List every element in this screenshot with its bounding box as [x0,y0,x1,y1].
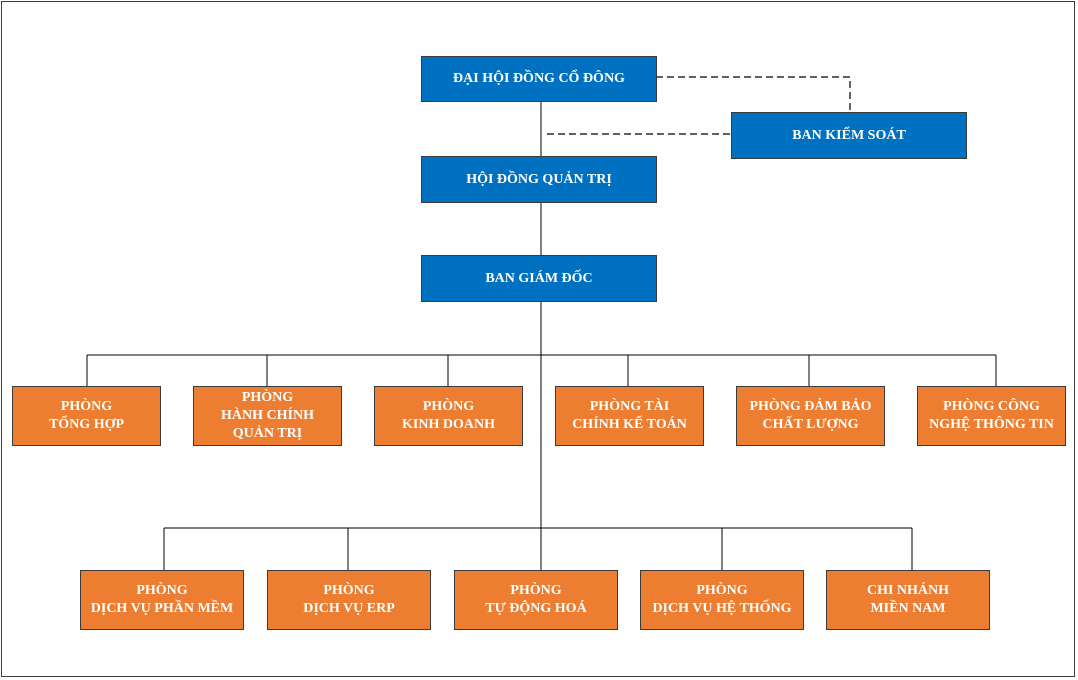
dept-label: CHI NHÁNH MIỀN NAM [866,583,950,616]
dept-chi-nhanh-mien-nam: CHI NHÁNH MIỀN NAM [826,570,990,630]
node-hoi-dong-quan-tri: HỘI ĐỒNG QUẢN TRỊ [421,156,657,203]
dept-dich-vu-phan-mem: PHÒNG DỊCH VỤ PHẦN MỀM [80,570,244,630]
dept-hanh-chinh-quan-tri: PHÒNG HÀNH CHÍNH QUẢN TRỊ [193,386,342,446]
dept-kinh-doanh: PHÒNG KINH DOANH [374,386,523,446]
dashed-link-upper [656,76,851,113]
node-ban-giam-doc: BAN GIÁM ĐỐC [421,255,657,302]
dept-label: PHÒNG HÀNH CHÍNH QUẢN TRỊ [221,390,314,441]
dept-label: PHÒNG DỊCH VỤ HỆ THỐNG [652,583,792,616]
dept-dich-vu-erp: PHÒNG DỊCH VỤ ERP [267,570,431,630]
node-ban-kiem-soat: BAN KIỂM SOÁT [731,112,967,159]
dept-tong-hop: PHÒNG TỔNG HỢP [12,386,161,446]
node-label: HỘI ĐỒNG QUẢN TRỊ [466,171,612,187]
dept-label: PHÒNG CÔNG NGHỆ THÔNG TIN [929,399,1054,432]
node-label: ĐẠI HỘI ĐỒNG CỔ ĐÔNG [453,71,625,86]
dept-label: PHÒNG TÀI CHÍNH KẾ TOÁN [572,399,687,432]
dept-label: PHÒNG DỊCH VỤ PHẦN MỀM [90,583,234,616]
node-dai-hoi-dong-co-dong: ĐẠI HỘI ĐỒNG CỔ ĐÔNG [421,56,657,102]
node-label: BAN KIỂM SOÁT [792,127,906,143]
node-label: BAN GIÁM ĐỐC [485,270,593,286]
dept-dam-bao-chat-luong: PHÒNG ĐẢM BẢO CHẤT LƯỢNG [736,386,885,446]
dept-tai-chinh-ke-toan: PHÒNG TÀI CHÍNH KẾ TOÁN [555,386,704,446]
dept-tu-dong-hoa: PHÒNG TỰ ĐỘNG HOÁ [454,570,618,630]
dept-cong-nghe-thong-tin: PHÒNG CÔNG NGHỆ THÔNG TIN [917,386,1066,446]
dept-label: PHÒNG KINH DOANH [402,399,495,432]
dept-label: PHÒNG DỊCH VỤ ERP [303,583,395,616]
dept-label: PHÒNG TỰ ĐỘNG HOÁ [485,583,587,616]
dept-label: PHÒNG ĐẢM BẢO CHẤT LƯỢNG [749,399,872,432]
dept-label: PHÒNG TỔNG HỢP [48,399,125,432]
dept-dich-vu-he-thong: PHÒNG DỊCH VỤ HỆ THỐNG [640,570,804,630]
